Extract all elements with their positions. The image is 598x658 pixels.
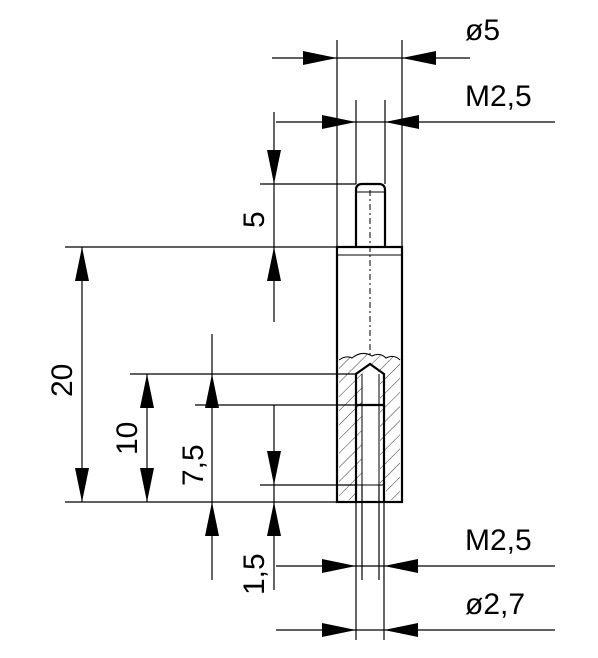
dim-thread-depth: 7,5 xyxy=(177,334,219,580)
dim-label-bore-depth: 10 xyxy=(111,422,144,455)
arrow-head xyxy=(384,623,418,637)
arrow-head xyxy=(384,559,418,573)
dim-label-top-thread: M2,5 xyxy=(465,80,532,113)
arrow-head xyxy=(205,502,219,536)
internal-bore xyxy=(354,362,386,502)
dim-bottom-offset: 1,5 xyxy=(238,405,281,595)
dim-total-length: 20 xyxy=(46,247,89,502)
section-hatch-left xyxy=(339,353,400,500)
arrow-head xyxy=(267,451,281,485)
arrow-head xyxy=(267,502,281,536)
arrow-head xyxy=(322,559,356,573)
dim-bottom-diameter: ø2,7 xyxy=(276,588,555,637)
arrow-head xyxy=(322,623,356,637)
arrow-head xyxy=(75,247,89,281)
dim-bore-depth: 10 xyxy=(111,374,154,502)
top-pin-outline xyxy=(354,182,387,247)
dim-bottom-thread: M2,5 xyxy=(276,524,555,573)
part-body xyxy=(335,182,404,504)
dim-label-bottom-thread: M2,5 xyxy=(465,524,532,557)
arrow-head xyxy=(267,247,281,281)
section-break-line xyxy=(338,352,401,361)
dim-top-pin-length: 5 xyxy=(238,112,281,322)
dim-label-outer-diameter: ø5 xyxy=(465,14,500,47)
arrow-head xyxy=(140,468,154,502)
arrow-head xyxy=(385,115,419,129)
dim-outer-diameter: ø5 xyxy=(272,14,500,65)
arrow-head xyxy=(402,51,436,65)
dim-top-thread: M2,5 xyxy=(276,80,555,129)
dim-label-bottom-offset: 1,5 xyxy=(238,553,271,595)
dim-label-total-length: 20 xyxy=(46,364,79,397)
extension-lines xyxy=(65,40,403,640)
arrow-head xyxy=(322,115,356,129)
arrow-head xyxy=(75,468,89,502)
arrow-head xyxy=(205,374,219,408)
arrow-head xyxy=(140,374,154,408)
arrow-head xyxy=(267,150,281,184)
dim-label-thread-depth: 7,5 xyxy=(177,444,210,486)
arrow-head xyxy=(303,51,337,65)
dim-label-bottom-diameter: ø2,7 xyxy=(465,588,525,621)
dim-label-top-pin-length: 5 xyxy=(238,211,271,228)
